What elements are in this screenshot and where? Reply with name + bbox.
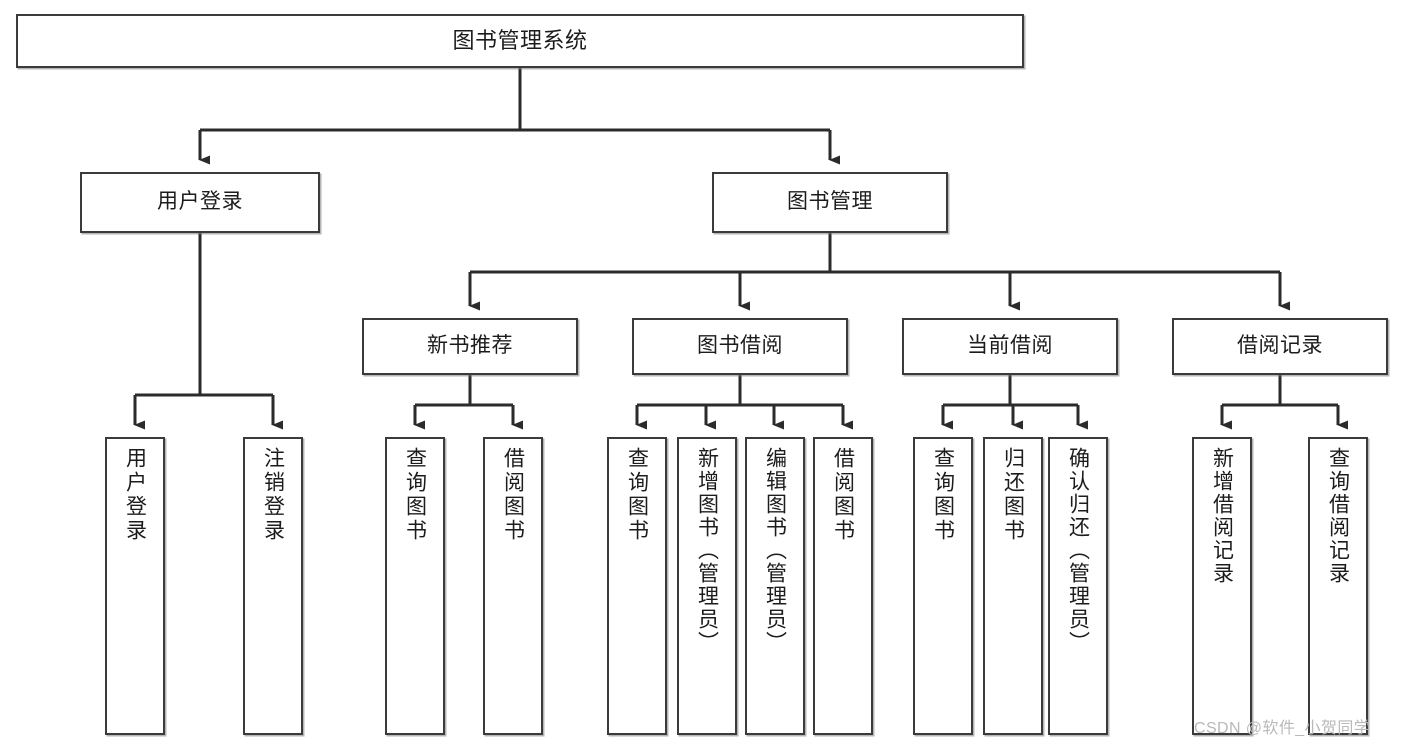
node-label: 图书管理 [787, 190, 873, 214]
node-leaf-borrow-book[interactable]: 借阅图书 [813, 437, 873, 735]
node-book-borrow[interactable]: 图书借阅 [632, 318, 848, 375]
node-leaf-query-book-borrow[interactable]: 查询图书 [607, 437, 667, 735]
node-leaf-query-borrow-record[interactable]: 查询借阅记录 [1308, 437, 1368, 735]
node-user-login[interactable]: 用户登录 [80, 172, 320, 233]
node-leaf-add-book[interactable]: 新增图书（管理员） [677, 437, 737, 735]
node-book-management-system[interactable]: 图书管理系统 [16, 14, 1024, 68]
node-label: 编辑图书（管理员） [763, 447, 787, 654]
node-label: 图书管理系统 [452, 28, 588, 54]
node-label: 查询图书 [403, 447, 427, 543]
node-leaf-query-book-recommend[interactable]: 查询图书 [385, 437, 445, 735]
node-leaf-user-login[interactable]: 用户登录 [105, 437, 165, 735]
node-label: 当前借阅 [967, 334, 1053, 358]
node-label: 新书推荐 [427, 334, 513, 358]
node-label: 查询借阅记录 [1326, 447, 1350, 585]
node-leaf-logout-login[interactable]: 注销登录 [243, 437, 303, 735]
node-label: 查询图书 [625, 447, 649, 543]
node-label: 新增图书（管理员） [695, 447, 719, 654]
node-leaf-query-book-current[interactable]: 查询图书 [913, 437, 973, 735]
node-label: 查询图书 [931, 447, 955, 543]
node-label: 归还图书 [1001, 447, 1025, 543]
node-leaf-confirm-return[interactable]: 确认归还（管理员） [1048, 437, 1108, 735]
node-label: 确认归还（管理员） [1066, 447, 1090, 654]
node-book-management[interactable]: 图书管理 [712, 172, 948, 233]
node-label: 图书借阅 [697, 334, 783, 358]
node-new-book-recommend[interactable]: 新书推荐 [362, 318, 578, 375]
node-leaf-add-borrow-record[interactable]: 新增借阅记录 [1192, 437, 1252, 735]
node-label: 借阅图书 [501, 447, 525, 543]
node-borrow-record[interactable]: 借阅记录 [1172, 318, 1388, 375]
node-current-borrow[interactable]: 当前借阅 [902, 318, 1118, 375]
node-leaf-borrow-book-recommend[interactable]: 借阅图书 [483, 437, 543, 735]
node-label: 注销登录 [261, 447, 285, 543]
node-leaf-return-book[interactable]: 归还图书 [983, 437, 1043, 735]
node-leaf-edit-book[interactable]: 编辑图书（管理员） [745, 437, 805, 735]
node-label: 用户登录 [123, 447, 147, 543]
node-label: 借阅图书 [831, 447, 855, 543]
node-label: 用户登录 [157, 190, 243, 214]
node-label: 借阅记录 [1237, 334, 1323, 358]
node-label: 新增借阅记录 [1210, 447, 1234, 585]
